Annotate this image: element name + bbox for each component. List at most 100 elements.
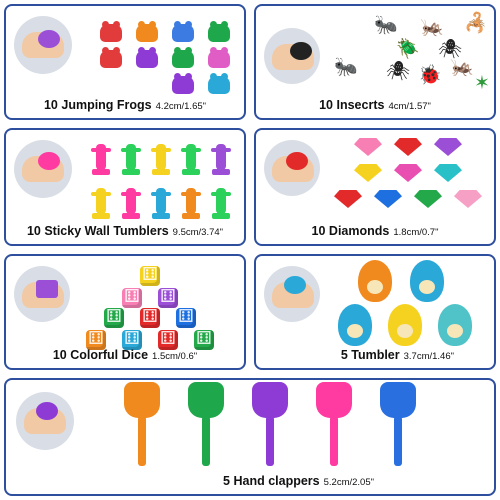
hand-clapper-toy: [250, 382, 290, 467]
hand-clapper-toy: [378, 382, 418, 467]
sticky-wall-tumbler-toy: [121, 188, 141, 219]
black-insect-toy: [290, 42, 312, 60]
tumblers-size: 9.5cm/3.74": [172, 227, 224, 238]
clapper-handle: [202, 416, 210, 466]
colorful-die: [176, 306, 196, 328]
clapper-hand: [380, 382, 416, 418]
frogs-size: 4.2cm/1.65": [155, 101, 207, 112]
tumblers-label: 10 Sticky Wall Tumblers: [26, 224, 169, 238]
colorful-die: [140, 306, 160, 328]
roly-poly-tumbler-toy: [358, 260, 392, 302]
colorful-die: [140, 264, 160, 286]
sticky-wall-tumbler-toy: [181, 188, 201, 219]
sticky-wall-tumbler-toy: [91, 188, 111, 219]
jumping-frog-toy: [208, 73, 230, 94]
diamonds-size: 1.8cm/0.7": [393, 227, 439, 238]
clapper-hand: [252, 382, 288, 418]
dice-pyramid: [80, 262, 240, 350]
jumping-frog-toy: [208, 47, 230, 68]
jumping-frog-toy: [136, 47, 158, 68]
diamond-gem: [434, 164, 462, 182]
diamond-gem: [394, 164, 422, 182]
colorful-die: [104, 306, 124, 328]
roly-poly-tumbler-toy: [338, 304, 372, 346]
tumbler-hand-thumbnail: [14, 140, 72, 198]
roly-poly-tumbler-toy: [438, 304, 472, 346]
dice-size: 1.5cm/0.6": [152, 351, 198, 362]
grasshopper-icon: 🦗: [450, 57, 474, 78]
roly-toy: [284, 276, 306, 294]
sticky-wall-tumbler-toy: [211, 188, 231, 219]
jumping-frog-toy: [100, 21, 122, 42]
jumping-frog-toy: [136, 21, 158, 42]
sticky-wall-tumbler-toy: [181, 144, 201, 175]
clapper-hand: [316, 382, 352, 418]
ant-icon: 🐜: [334, 57, 358, 78]
roly-size: 3.7cm/1.46": [403, 351, 454, 362]
diamond-gem: [354, 138, 382, 156]
diamond-gem: [434, 138, 462, 156]
spider-icon: 🕷: [438, 39, 463, 60]
jumping-frog-toy: [100, 47, 122, 68]
clapper-handle: [266, 416, 274, 466]
diamond-gem: [454, 190, 482, 208]
diamond-gem: [414, 190, 442, 208]
roly-poly-tumbler-toy: [388, 304, 422, 346]
dragonfly-icon: ✶: [474, 73, 490, 94]
diamond-gem: [354, 164, 382, 182]
colorful-die: [122, 328, 142, 350]
grasshopper-icon: 🦗: [420, 17, 444, 38]
insects-size: 4cm/1.57": [388, 101, 431, 112]
ladybug-icon: 🐞: [418, 65, 442, 86]
insects-label: 10 Insecrts: [319, 98, 385, 112]
colorful-die: [194, 328, 214, 350]
ant-icon: 🐜: [374, 15, 398, 36]
tumbler-grid: [84, 136, 242, 228]
sticky-wall-tumbler-toy: [121, 144, 141, 175]
sticky-toy: [38, 152, 60, 170]
clappers-size: 5.2cm/2.05": [323, 477, 374, 488]
purple-frog-toy: [38, 30, 60, 48]
sticky-wall-tumbler-toy: [151, 188, 171, 219]
sticky-wall-tumbler-toy: [91, 144, 111, 175]
diamond-gem: [394, 138, 422, 156]
spider-icon: 🕷: [386, 61, 411, 82]
hand-clapper-toy: [314, 382, 354, 467]
jumping-frog-toy: [172, 21, 194, 42]
diamonds-label: 10 Diamonds: [311, 224, 390, 238]
sticky-wall-tumbler-toy: [211, 144, 231, 175]
colorful-die: [86, 328, 106, 350]
clapper-hand-thumbnail: [16, 392, 74, 450]
clapper-hand: [124, 382, 160, 418]
colorful-die: [158, 286, 178, 308]
diamond-grid: [334, 138, 492, 226]
roly-label: 5 Tumbler: [340, 348, 400, 362]
dice-label: 10 Colorful Dice: [52, 348, 149, 362]
insect-hand-thumbnail: [264, 28, 320, 84]
clapper-row: [122, 380, 422, 472]
colorful-die: [158, 328, 178, 350]
gem-toy: [286, 152, 308, 170]
diamond-hand-thumbnail: [264, 140, 320, 196]
sticky-wall-tumbler-toy: [151, 144, 171, 175]
jumping-frog-toy: [172, 47, 194, 68]
dice-toy: [36, 280, 58, 298]
frog-grid: [100, 21, 240, 94]
insect-grid: 🐜🦗🦂🪲🕷🐜🕷🐞🦗✶: [334, 14, 492, 102]
clapper-handle: [330, 416, 338, 466]
roly-group: [338, 260, 494, 352]
scorpion-icon: 🦂: [464, 13, 488, 34]
